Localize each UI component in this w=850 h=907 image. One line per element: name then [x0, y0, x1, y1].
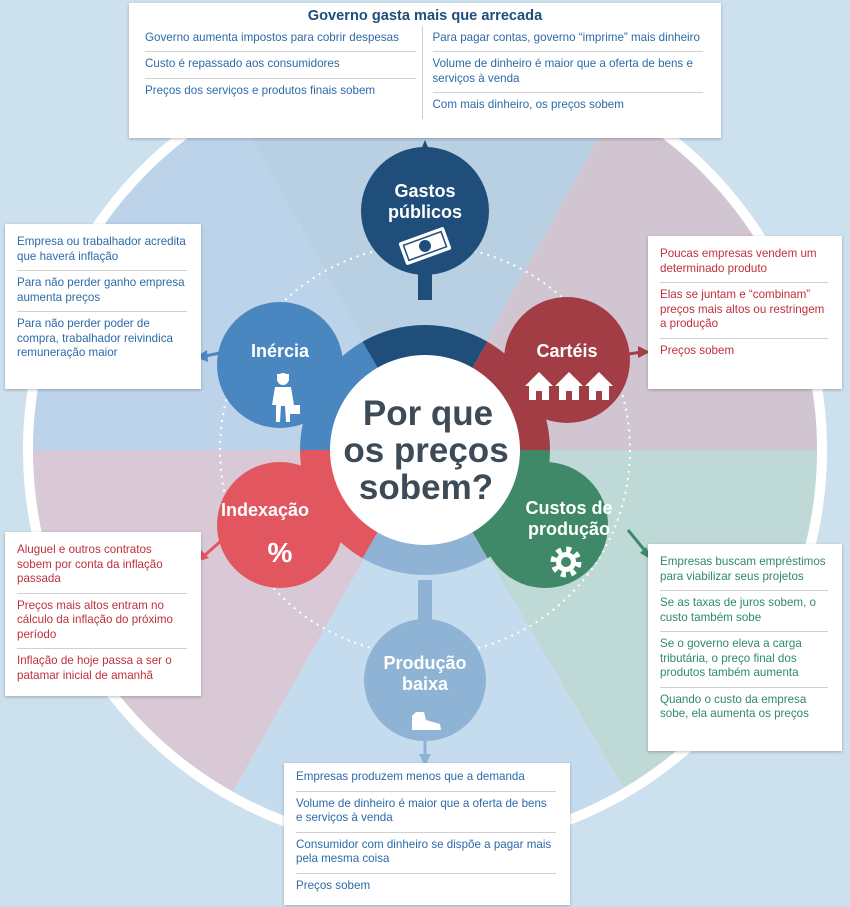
houses-icon: [525, 372, 613, 400]
center-line-1: Por que: [363, 394, 493, 433]
box-producao-item: Volume de dinheiro é maior que a oferta …: [296, 792, 556, 833]
node-producao-baixa: [364, 619, 486, 741]
shoe-icon: [412, 712, 441, 730]
box-custos-item: Se as taxas de juros sobem, o custo tamb…: [660, 591, 828, 632]
center-line-3: sobem?: [359, 468, 493, 507]
arrow-carteis: [638, 346, 650, 358]
carteis-label: Cartéis: [536, 341, 597, 361]
box-producao-item: Preços sobem: [296, 878, 371, 892]
arrow-inercia: [196, 350, 208, 362]
box-custos-item: Se o governo eleva a carga tributária, o…: [660, 632, 828, 688]
box-carteis-item: Preços sobem: [660, 343, 735, 357]
box-inercia-item: Para não perder ganho empresa aumenta pr…: [17, 271, 187, 312]
arrow-producao: [419, 754, 431, 766]
box-inercia: Empresa ou trabalhador acredita que have…: [5, 224, 201, 389]
dotted-ring: [219, 244, 631, 656]
gear-icon: [550, 546, 582, 578]
node-indexacao: [217, 462, 343, 588]
box-indexacao-item: Inflação de hoje passa a ser o patamar i…: [17, 654, 172, 682]
custos-label-line-1: Custos de: [525, 498, 612, 518]
connector-custos: [626, 529, 648, 553]
inercia-label: Inércia: [251, 341, 310, 361]
box-inercia-item: Empresa ou trabalhador acredita que have…: [17, 230, 187, 271]
gastos-label-line-1: Gastos: [394, 181, 455, 201]
box-custos-item: Quando o custo da empresa sobe, ela aume…: [660, 692, 809, 721]
producao-label-line-2: baixa: [402, 674, 449, 694]
box-carteis: Poucas empresas vendem um determinado pr…: [648, 236, 842, 389]
box-custos-de-producao: Empresas buscam empréstimos para viabili…: [648, 544, 842, 751]
box-indexacao-item: Aluguel e outros contratos sobem por con…: [17, 538, 187, 594]
box-gastos-right-item: Para pagar contas, governo “imprime” mai…: [432, 26, 703, 52]
box-gastos-left-item: Governo aumenta impostos para cobrir des…: [145, 26, 416, 52]
connector-indexacao: [204, 538, 223, 557]
producao-label-line-1: Produção: [383, 653, 466, 673]
box-producao-item: Empresas produzem menos que a demanda: [296, 765, 556, 792]
box-gastos-left-item: Preços dos serviços e produtos finais so…: [145, 83, 376, 97]
box-carteis-item: Elas se juntam e “combinam” preços mais …: [660, 283, 828, 339]
box-gastos-right-column: Para pagar contas, governo “imprime” mai…: [421, 25, 710, 119]
node-inercia: [217, 302, 343, 428]
percent-icon: %: [268, 537, 293, 568]
box-producao-baixa: Empresas produzem menos que a demanda Vo…: [284, 763, 570, 905]
center-circle: [330, 355, 520, 545]
box-gastos-title: Governo gasta mais que arrecada: [307, 8, 543, 24]
box-inercia-item: Para não perder poder de compra, trabalh…: [17, 317, 173, 359]
box-carteis-item: Poucas empresas vendem um determinado pr…: [660, 242, 828, 283]
indexacao-label: Indexação: [221, 500, 309, 520]
box-gastos-right-item: Volume de dinheiro é maior que a oferta …: [432, 52, 703, 93]
box-indexacao-item: Preços mais altos entram no cálculo da i…: [17, 594, 187, 649]
box-indexacao: Aluguel e outros contratos sobem por con…: [5, 532, 201, 696]
box-gastos-publicos: Governo gasta mais que arrecada Governo …: [129, 3, 721, 138]
center-line-2: os preços: [343, 431, 508, 470]
box-custos-item: Empresas buscam empréstimos para viabili…: [660, 550, 828, 591]
custos-label-line-2: produção: [528, 519, 610, 539]
center-question: Por que os preços sobem?: [343, 394, 508, 507]
box-gastos-left-column: Governo aumenta impostos para cobrir des…: [141, 26, 422, 119]
money-bill-icon: [398, 227, 452, 265]
gastos-label-line-2: públicos: [388, 202, 462, 222]
worker-icon: [272, 373, 300, 422]
box-gastos-right-item: Com mais dinheiro, os preços sobem: [432, 98, 624, 111]
box-gastos-left-item: Custo é repassado aos consumidores: [145, 52, 416, 79]
box-producao-item: Consumidor com dinheiro se dispõe a paga…: [296, 833, 556, 874]
node-gastos-publicos: [361, 147, 489, 275]
